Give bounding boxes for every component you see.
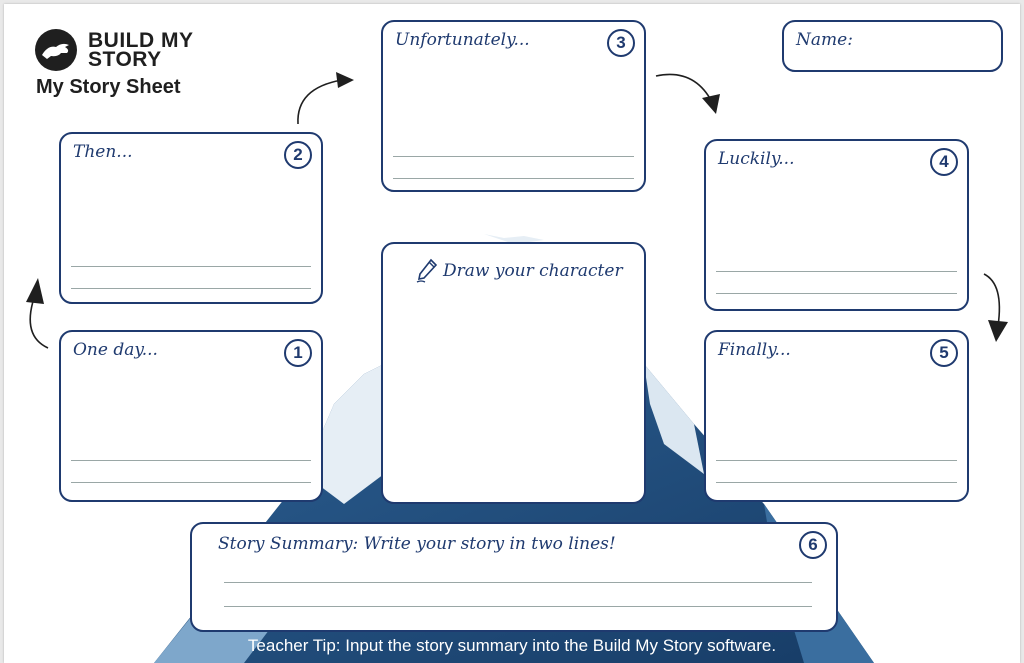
writing-line [716,482,957,483]
brand-logo: BUILD MY STORY [34,28,194,72]
finally-label: Finally... [718,340,791,360]
writing-line [716,460,957,461]
name-box[interactable]: Name: [782,20,1003,72]
character-label: Draw your character [443,261,623,281]
page-title: My Story Sheet [36,76,181,98]
step-number-3: 3 [607,29,635,57]
writing-line [393,156,634,157]
story-summary-box[interactable]: Story Summary: Write your story in two l… [190,522,838,632]
arrow-icon [297,72,354,125]
writing-line [71,482,311,483]
writing-line [716,293,957,294]
name-label: Name: [796,30,853,50]
arrow-icon [983,273,1008,342]
writing-line [71,288,311,289]
then-label: Then... [73,142,133,162]
writing-line [224,606,812,607]
luckily-box[interactable]: Luckily... 4 [704,139,969,311]
step-number-6: 6 [799,531,827,559]
writing-line [71,460,311,461]
character-heading: Draw your character [415,258,623,284]
teacher-tip: Teacher Tip: Input the story summary int… [247,636,777,655]
step-number-2: 2 [284,141,312,169]
writing-line [393,178,634,179]
step-number-4: 4 [930,148,958,176]
summary-label: Story Summary: Write your story in two l… [218,534,616,554]
unfortunately-box[interactable]: Unfortunately... 3 [381,20,646,192]
writing-line [71,266,311,267]
arrow-icon [26,278,49,349]
brand-wordmark: BUILD MY STORY [88,29,194,71]
unfortunately-label: Unfortunately... [395,30,530,50]
brand-line-2: STORY [88,48,162,71]
story-sheet: BUILD MY STORY My Story Sheet Name: Then… [4,4,1020,663]
brand-line-1: BUILD MY [88,29,194,52]
character-drawing-box[interactable]: Draw your character [381,242,646,504]
then-box[interactable]: Then... 2 [59,132,323,304]
pencil-icon [416,258,438,283]
finally-box[interactable]: Finally... 5 [704,330,969,502]
writing-line [716,271,957,272]
one-day-label: One day... [73,340,158,360]
dinosaur-logo-icon [35,29,77,71]
step-number-5: 5 [930,339,958,367]
luckily-label: Luckily... [718,149,795,169]
arrow-icon [655,73,720,114]
one-day-box[interactable]: One day... 1 [59,330,323,502]
step-number-1: 1 [284,339,312,367]
writing-line [224,582,812,583]
